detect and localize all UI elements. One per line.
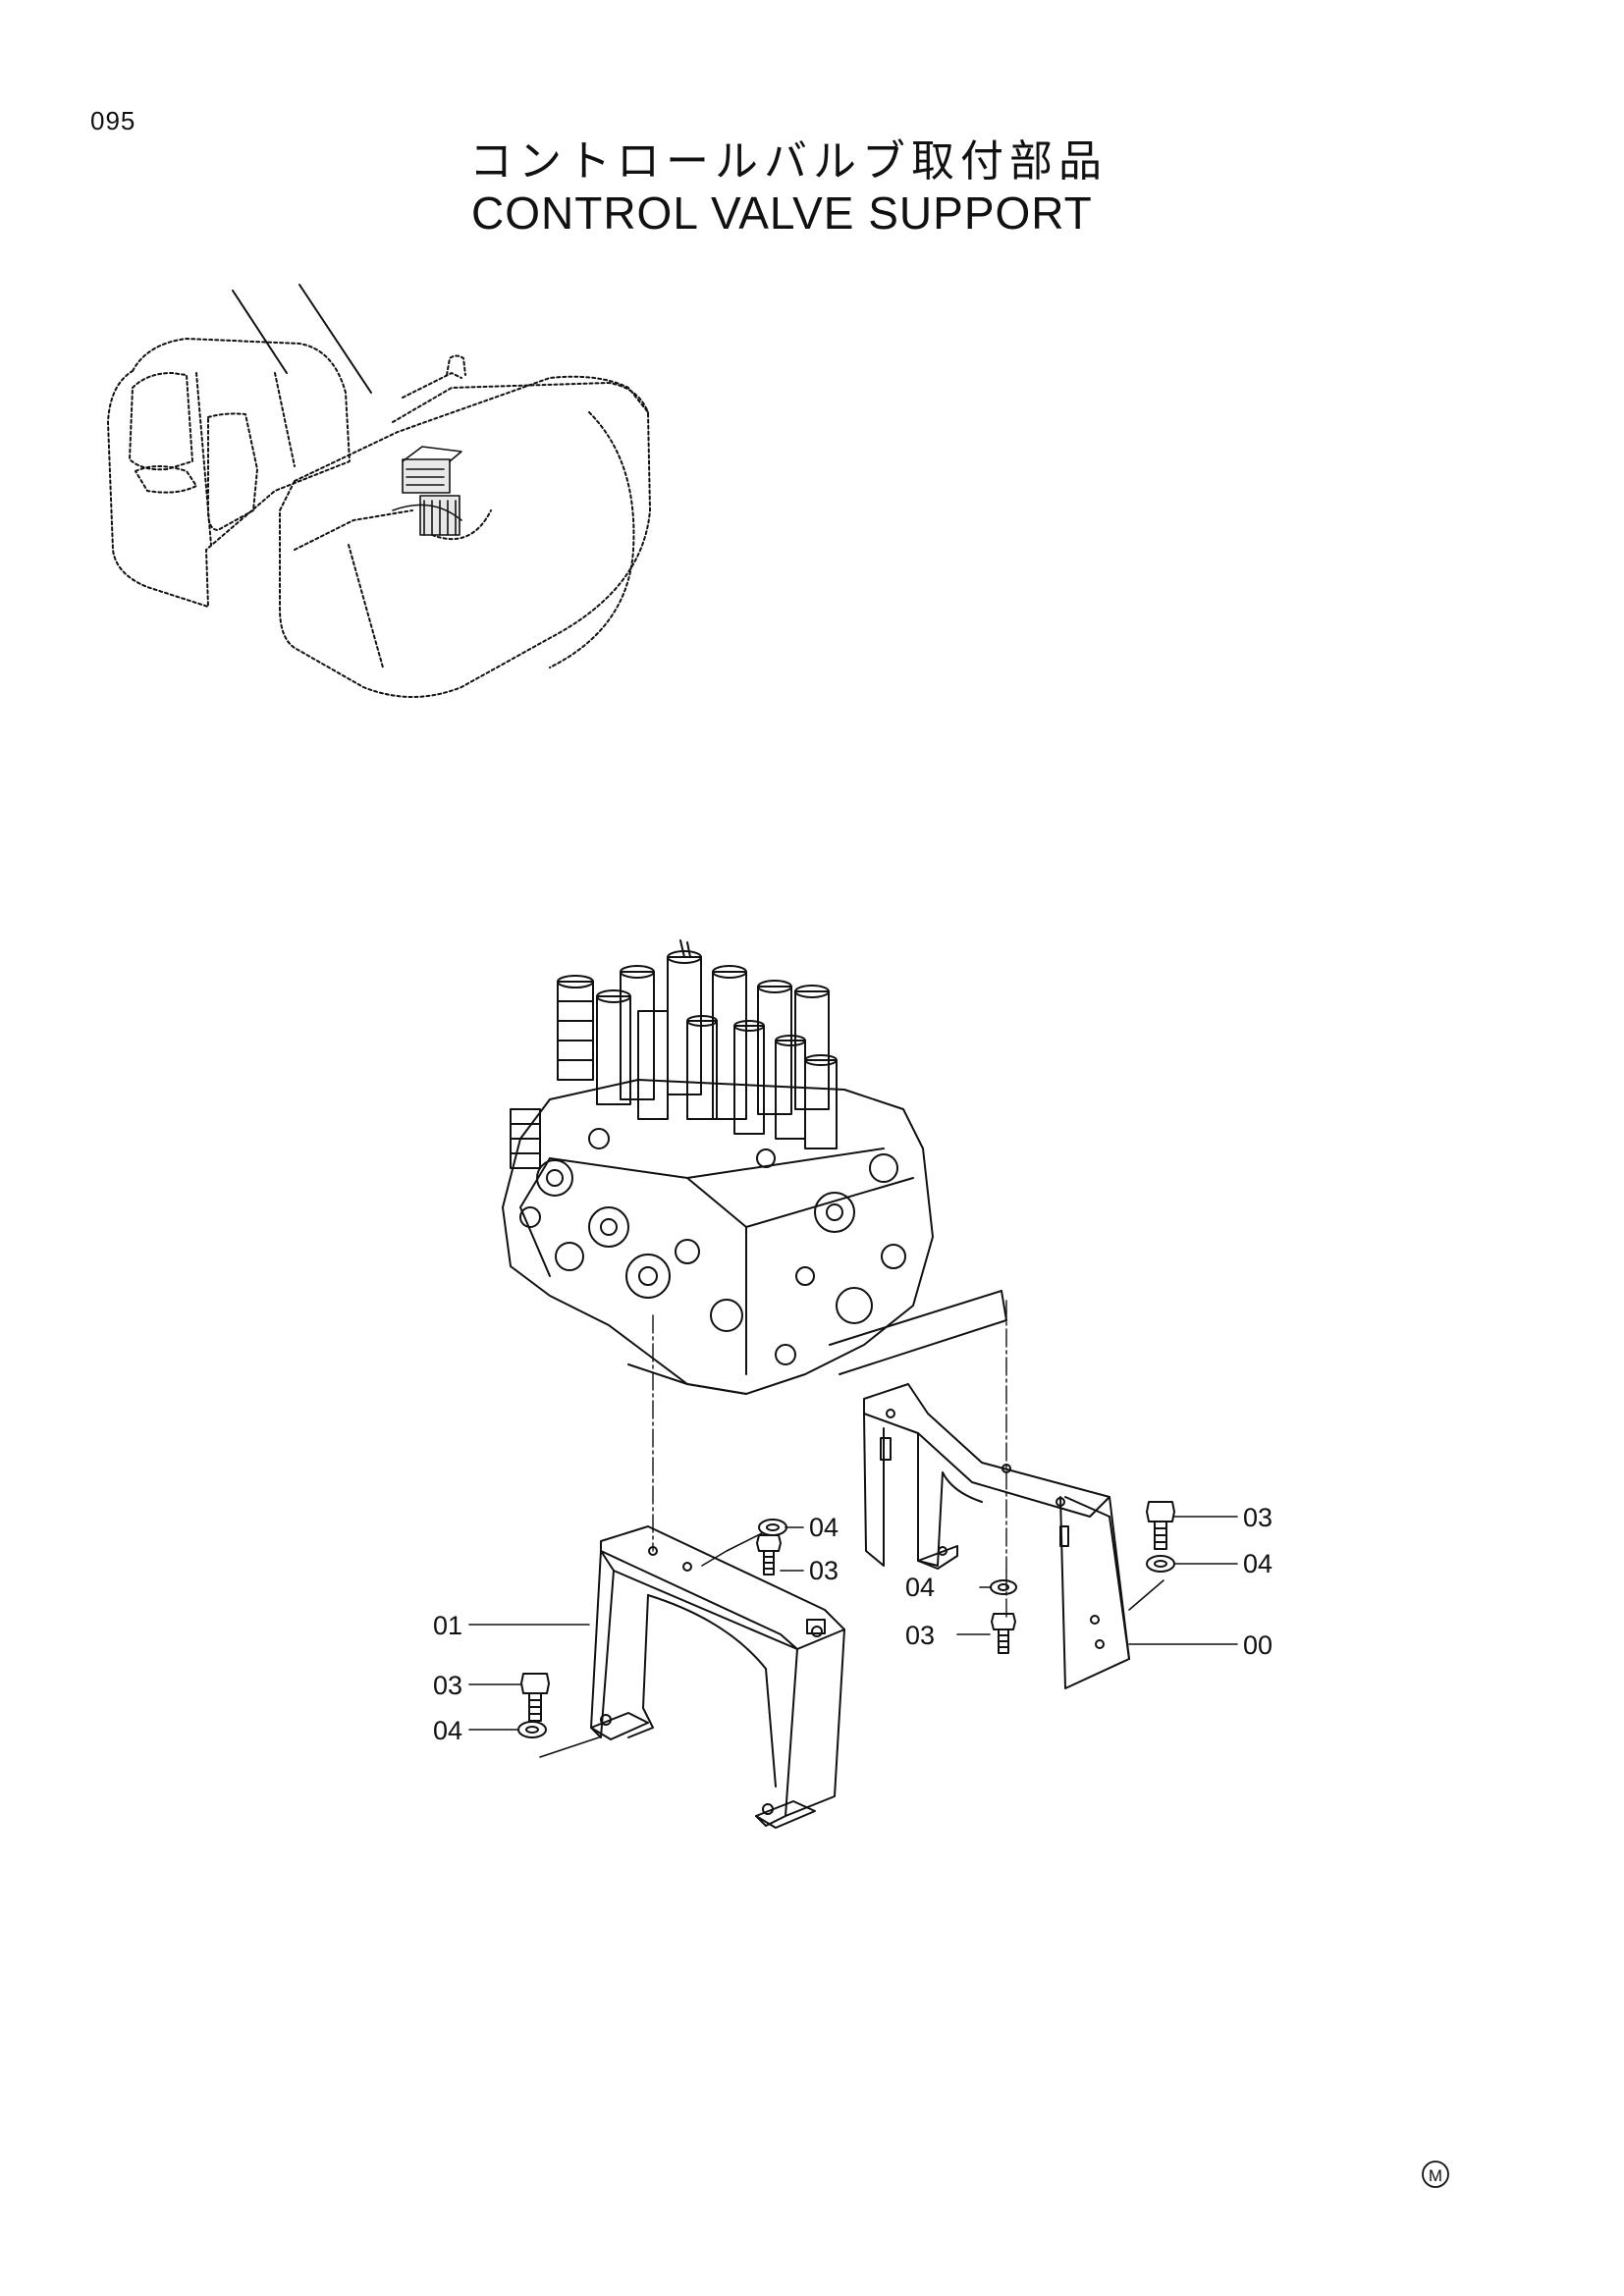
callout-03-top: 03 (809, 1556, 839, 1585)
page-title-japanese: コントロールバルブ取付部品 (469, 136, 1108, 187)
page-number: 095 (90, 106, 136, 135)
alignment-lines (652, 1300, 1007, 1621)
callout-04-top: 04 (809, 1513, 839, 1542)
bracket-01-illustration (590, 1525, 845, 1829)
callout-03-left: 03 (433, 1671, 462, 1700)
callout-04-left: 04 (433, 1716, 462, 1745)
callout-03-mid: 03 (905, 1621, 935, 1650)
page-title-english: CONTROL VALVE SUPPORT (471, 187, 1093, 239)
callout-04-right: 04 (1243, 1549, 1272, 1578)
valve-location-highlight (392, 446, 462, 536)
control-valve-illustration (502, 939, 1007, 1395)
callout-01: 01 (433, 1611, 462, 1640)
leader-lines (468, 1516, 1238, 1758)
manufacturer-mark-icon (1422, 2161, 1449, 2188)
bracket-00-illustration (863, 1383, 1130, 1689)
bolt-icons (520, 1501, 1175, 1722)
callout-00: 00 (1243, 1630, 1272, 1660)
washer-icons (517, 1519, 1175, 1738)
callout-labels: 04 03 01 03 04 04 03 03 04 00 M (433, 1503, 1442, 2185)
callout-03-right: 03 (1243, 1503, 1272, 1532)
manufacturer-mark-letter: M (1429, 2166, 1442, 2185)
callout-04-mid: 04 (905, 1573, 935, 1602)
excavator-overview-illustration (107, 284, 651, 698)
